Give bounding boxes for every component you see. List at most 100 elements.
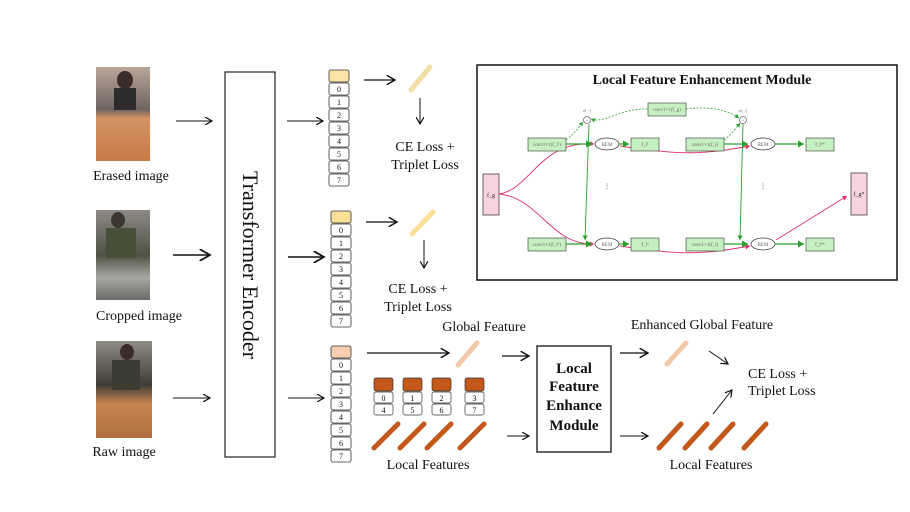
ellipsis-left: ⋮	[604, 184, 610, 190]
patch-token	[330, 262, 352, 276]
out-top-left-label: f_l¹	[641, 142, 649, 148]
patch-token	[330, 397, 352, 411]
plus-icon: +	[586, 118, 589, 123]
lfem-label-line3: Enhance	[546, 398, 602, 414]
local-feature-bar	[397, 421, 427, 451]
input-cropped: Cropped image	[96, 210, 182, 324]
patch-token	[330, 371, 352, 385]
local-feature-bar	[682, 421, 710, 451]
patch-token-index: 3	[339, 400, 343, 409]
patch-token-index: 3	[339, 265, 343, 274]
patch-token-index: 3	[473, 394, 477, 403]
loss-label-1-line2: Triplet Loss	[391, 158, 459, 173]
pink-path-top-in	[498, 140, 595, 195]
rem-top-left-label: REM	[602, 143, 613, 148]
transformer-encoder-label: Transformer Encoder	[238, 171, 263, 360]
patch-token-index: 3	[337, 124, 341, 133]
conv-shared-node	[647, 102, 687, 117]
input-global-feature-node	[482, 173, 500, 216]
conv-bottom-left-label: conv1×1(f_l⁴)	[533, 242, 562, 248]
patch-token-index: 4	[339, 413, 343, 422]
patch-token-index: 5	[339, 426, 343, 435]
green-dashed-arrow	[723, 122, 741, 141]
patch-token-index: 7	[339, 452, 343, 461]
patch-token-index: 0	[382, 394, 386, 403]
patch-token	[330, 301, 352, 315]
plus-icon: +	[742, 118, 745, 123]
lfem-label-line4: Module	[549, 418, 599, 434]
lfem-panel-title: Local Feature Enhancement Module	[593, 73, 812, 88]
local-cls-token	[431, 377, 452, 392]
global-feature-label: Global Feature	[442, 320, 526, 335]
input-raw: Raw image	[92, 341, 156, 460]
patch-token-index: 2	[440, 394, 444, 403]
green-dashed-arrow	[590, 108, 649, 123]
transformer-encoder-box	[224, 71, 276, 458]
local-token-group: 37	[464, 377, 485, 416]
patch-token	[330, 436, 352, 450]
patch-token	[330, 223, 352, 237]
patch-token	[330, 358, 352, 372]
patch-token	[373, 403, 394, 416]
sum-node-right	[739, 116, 747, 124]
patch-token-index: 1	[337, 98, 341, 107]
out-bottom-right-node	[805, 237, 835, 252]
input-erased: Erased image	[93, 67, 169, 184]
patch-token-index: 6	[339, 304, 343, 313]
local-feature-bar	[708, 421, 736, 451]
erased-image-label: Erased image	[93, 169, 169, 184]
green-arrow-sum-to-rem-left	[582, 123, 590, 241]
local-feature-bars	[371, 421, 487, 451]
local-cls-token	[373, 377, 394, 392]
local-feature-bar	[424, 421, 454, 451]
patch-token-index: 1	[339, 374, 343, 383]
patch-token	[330, 314, 352, 328]
patch-token-index: 5	[339, 291, 343, 300]
cls-token	[328, 69, 350, 83]
patch-token-index: 1	[339, 239, 343, 248]
ellipsis-right: ⋮	[760, 184, 766, 190]
patch-token	[328, 160, 350, 174]
person-body-icon	[114, 88, 136, 110]
input-global-feature-label: f_g	[487, 192, 495, 199]
final-loss-line1: CE Loss +	[748, 367, 807, 382]
patch-token	[328, 108, 350, 122]
patch-token-index: 0	[339, 361, 343, 370]
green-dashed-arrow	[565, 121, 584, 141]
patch-token	[330, 275, 352, 289]
patch-token	[330, 384, 352, 398]
patch-token	[328, 147, 350, 161]
person-head-icon	[117, 71, 133, 89]
pink-path-bottom-in	[498, 193, 595, 247]
patch-token	[328, 95, 350, 109]
patch-token	[330, 249, 352, 263]
patch-token-index: 7	[337, 176, 341, 185]
local-cls-token	[464, 377, 485, 392]
lfem-box	[536, 345, 612, 453]
out-top-right-node	[805, 137, 835, 152]
rem-bottom-left-label: REM	[602, 243, 613, 248]
patch-token-index: 1	[411, 394, 415, 403]
local-cls-token	[402, 377, 423, 392]
patch-token	[330, 288, 352, 302]
rem-top-right-label: REM	[758, 143, 769, 148]
conv-shared-label: conv1×1(f_g)	[653, 108, 681, 113]
patch-token	[330, 236, 352, 250]
patch-token	[328, 173, 350, 187]
patch-token-index: 6	[337, 163, 341, 172]
out-top-right-label: f_l¹*	[815, 142, 825, 148]
final-loss-line2: Triplet Loss	[748, 384, 816, 399]
global-feature-bar-3	[455, 340, 480, 368]
patch-token-index: 6	[440, 406, 444, 415]
local-feature-bar	[656, 421, 684, 451]
patch-token	[402, 391, 423, 404]
enhanced-local-feature-bars	[656, 421, 769, 451]
out-bottom-left-label: f_l⁴	[641, 242, 649, 248]
patch-token	[328, 121, 350, 135]
cropped-image-label: Cropped image	[96, 309, 182, 324]
global-feature-bar-2	[409, 209, 436, 237]
